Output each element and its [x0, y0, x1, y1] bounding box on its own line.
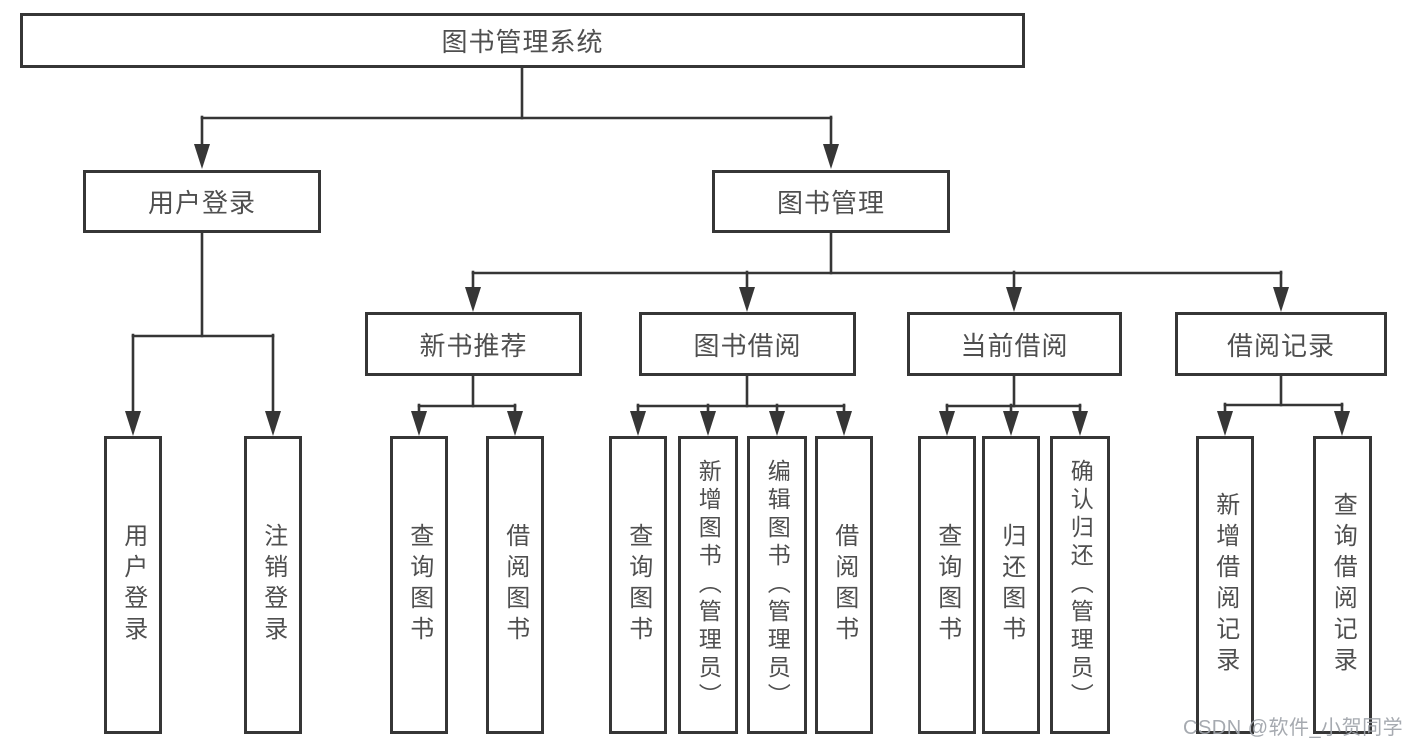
edge-new-book-recommend-to-leaves [411, 372, 523, 436]
leaf-recommend-borrow-books: 借阅图书 [486, 436, 544, 734]
leaf-recommend-query-books: 查询图书 [390, 436, 448, 734]
leaf-current-return-books: 归还图书 [982, 436, 1040, 734]
leaf-records-query-record: 查询借阅记录 [1313, 436, 1372, 734]
leaf-logout-login: 注销登录 [244, 436, 302, 734]
edge-current-borrow-to-leaves [939, 372, 1088, 436]
node-borrow-records-label: 借阅记录 [1226, 330, 1335, 361]
leaf-borrow-add-books-admin-label: 新增图书（管理员） [695, 459, 722, 711]
leaf-borrow-edit-books-admin-label: 编辑图书（管理员） [764, 459, 791, 711]
node-user-login-label: 用户登录 [147, 188, 256, 218]
leaf-recommend-query-books-label: 查询图书 [405, 523, 433, 647]
leaf-logout-login-label: 注销登录 [259, 523, 287, 647]
node-current-borrow-label: 当前借阅 [960, 330, 1069, 361]
leaf-recommend-borrow-books-label: 借阅图书 [501, 523, 529, 647]
node-new-book-recommend: 新书推荐 [365, 312, 582, 376]
node-book-management-label: 图书管理 [776, 188, 885, 218]
leaf-borrow-borrow-books-label: 借阅图书 [830, 523, 858, 647]
leaf-current-confirm-return-admin: 确认归还（管理员） [1050, 436, 1110, 734]
leaf-borrow-query-books: 查询图书 [609, 436, 667, 734]
leaf-borrow-add-books-admin: 新增图书（管理员） [678, 436, 738, 734]
leaf-borrow-borrow-books: 借阅图书 [815, 436, 873, 734]
edge-root-to-level2 [194, 64, 839, 169]
edge-user-login-to-leaves [125, 229, 281, 436]
leaf-borrow-query-books-label: 查询图书 [624, 523, 652, 647]
node-new-book-recommend-label: 新书推荐 [419, 330, 528, 361]
leaf-current-return-books-label: 归还图书 [997, 523, 1025, 647]
edge-book-management-to-level3 [465, 229, 1289, 312]
leaf-current-query-books: 查询图书 [918, 436, 976, 734]
csdn-watermark: CSDN @软件_小贺同学 [1183, 717, 1404, 739]
node-book-borrow-label: 图书借阅 [693, 330, 802, 361]
node-root-label: 图书管理系统 [441, 27, 604, 57]
leaf-records-add-record-label: 新增借阅记录 [1211, 492, 1239, 678]
leaf-user-login: 用户登录 [104, 436, 162, 734]
leaf-records-add-record: 新增借阅记录 [1196, 436, 1254, 734]
leaf-current-confirm-return-admin-label: 确认归还（管理员） [1067, 459, 1094, 711]
node-book-management: 图书管理 [712, 170, 950, 233]
node-current-borrow: 当前借阅 [907, 312, 1122, 376]
node-borrow-records: 借阅记录 [1175, 312, 1387, 376]
node-root: 图书管理系统 [20, 13, 1025, 68]
edge-borrow-records-to-leaves [1217, 372, 1350, 436]
node-book-borrow: 图书借阅 [639, 312, 856, 376]
node-user-login: 用户登录 [83, 170, 321, 233]
leaf-user-login-label: 用户登录 [119, 523, 147, 647]
leaf-current-query-books-label: 查询图书 [933, 523, 961, 647]
leaf-borrow-edit-books-admin: 编辑图书（管理员） [747, 436, 807, 734]
leaf-records-query-record-label: 查询借阅记录 [1329, 492, 1357, 678]
edge-book-borrow-to-leaves [630, 372, 852, 436]
